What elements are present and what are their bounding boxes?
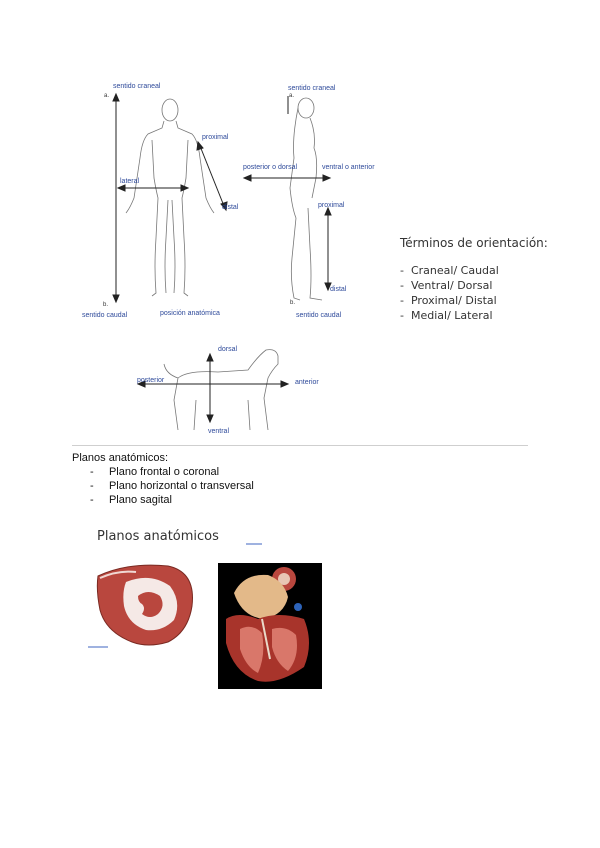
- list-item: - Medial/ Lateral: [400, 309, 493, 322]
- arrow-proximal-distal-front: [196, 140, 228, 212]
- planes-image-title: Planos anatómicos: [97, 529, 219, 544]
- arrow-proximal-distal-side: [324, 206, 332, 292]
- arrow-lateral: [116, 184, 190, 192]
- list-item: - Craneal/ Caudal: [400, 264, 499, 277]
- heart-longitudinal-section-image: [218, 563, 322, 689]
- label-sentido-craneal-front: sentido craneal: [113, 83, 161, 90]
- arrow-posterior-anterior-dog: [136, 380, 290, 388]
- label-a-front: a.: [104, 93, 110, 99]
- label-posterior-dorsal: posterior o dorsal: [243, 164, 298, 171]
- orientation-illustration: [112, 92, 332, 431]
- section-divider: [72, 445, 528, 446]
- label-posicion-anatomica: posición anatómica: [160, 310, 220, 317]
- human-front-figure: [125, 98, 215, 297]
- list-item: - Proximal/ Distal: [400, 294, 497, 307]
- label-b-side: b.: [290, 300, 296, 306]
- list-item: - Plano sagital: [90, 494, 172, 506]
- orientation-terms: Términos de orientación: - Craneal/ Caud…: [400, 236, 590, 322]
- terms-title: Términos de orientación:: [400, 236, 548, 250]
- label-dorsal-dog: dorsal: [218, 346, 238, 353]
- label-sentido-caudal-front: sentido caudal: [82, 312, 128, 319]
- heart-cross-section-image: [88, 562, 200, 650]
- label-a-side: a.: [289, 93, 295, 99]
- label-proximal-side: proximal: [318, 202, 345, 209]
- arrow-posterior-anterior: [242, 174, 332, 182]
- planes-section: Planos anatómicos: - Plano frontal o cor…: [72, 452, 472, 506]
- list-item: - Plano frontal o coronal: [90, 466, 220, 478]
- label-posterior-dog: posterior: [137, 377, 165, 384]
- list-item: - Ventral/ Dorsal: [400, 279, 493, 292]
- label-proximal-front: proximal: [202, 134, 229, 141]
- planes-heading: Planos anatómicos:: [72, 452, 168, 464]
- label-anterior-dog: anterior: [295, 379, 319, 386]
- label-sentido-craneal-side: sentido craneal: [288, 85, 336, 92]
- label-b-front: b.: [103, 302, 109, 308]
- tiny-caption-mark-left: [88, 646, 108, 648]
- arrow-dorsal-ventral: [206, 352, 214, 424]
- dog-figure: [163, 349, 279, 431]
- label-distal-side: distal: [330, 286, 347, 293]
- human-side-figure: [289, 97, 323, 301]
- arrow-craneal-caudal-front: [112, 92, 120, 304]
- label-lateral: lateral: [120, 178, 140, 185]
- list-item: - Plano horizontal o transversal: [90, 480, 254, 492]
- label-ventral-anterior: ventral o anterior: [322, 164, 375, 171]
- label-ventral-dog: ventral: [208, 428, 230, 435]
- label-distal-front: distal: [222, 204, 239, 211]
- orientation-figure: [78, 78, 378, 448]
- label-sentido-caudal-side: sentido caudal: [296, 312, 342, 319]
- tiny-caption-mark: [246, 543, 262, 545]
